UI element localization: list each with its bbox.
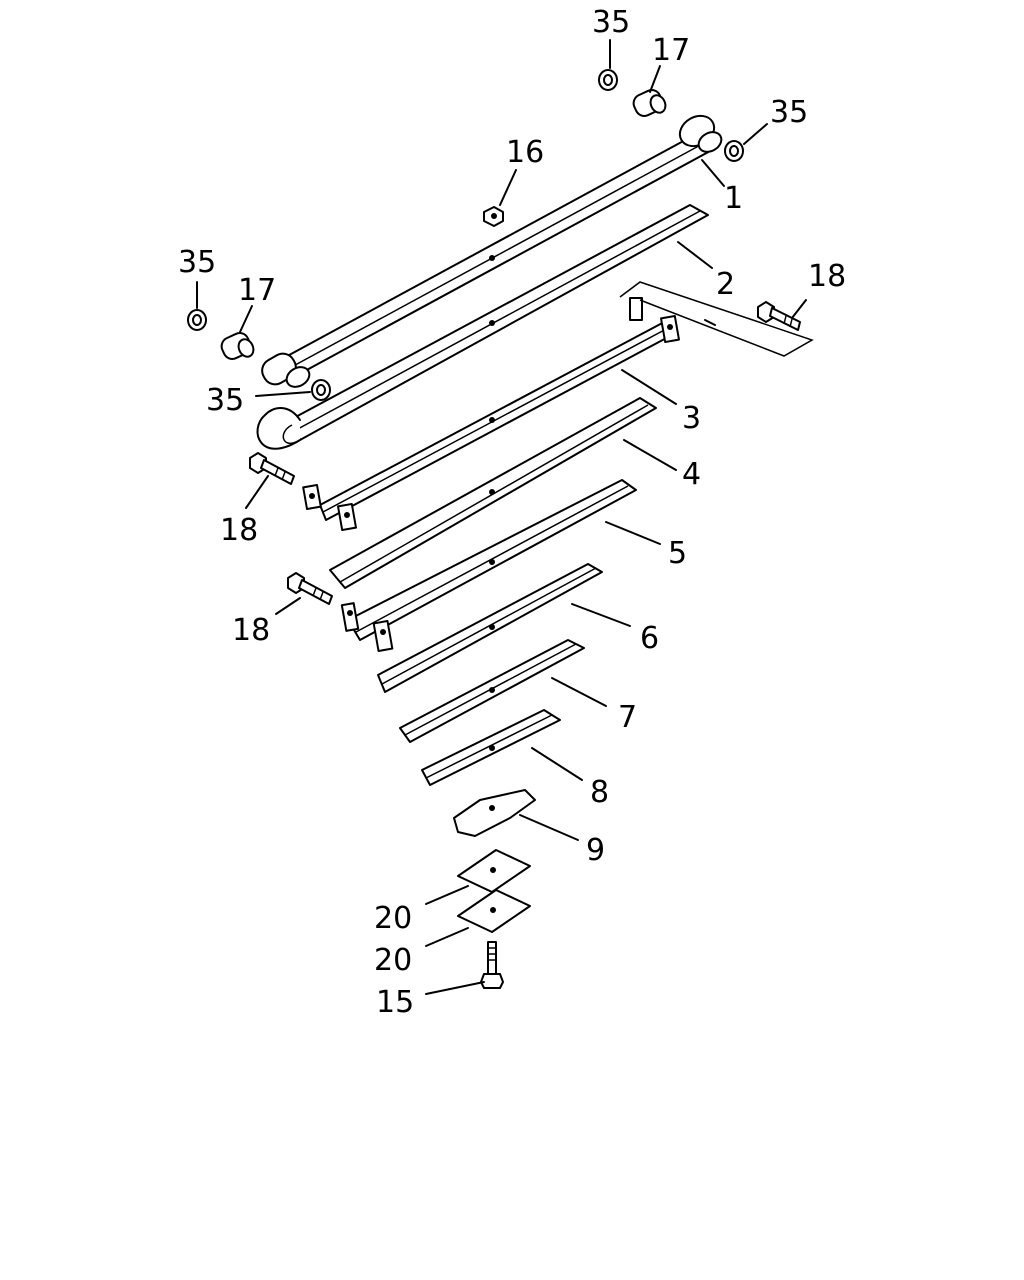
leaf-part-7 <box>399 639 585 743</box>
label-9: 9 <box>586 833 605 868</box>
washer-part-35-top <box>598 69 618 91</box>
label-17-top: 17 <box>652 33 690 68</box>
bushing-part-17-left <box>220 332 255 360</box>
shim-part-20-upper <box>457 849 531 893</box>
label-2: 2 <box>716 267 735 302</box>
label-16: 16 <box>506 135 544 170</box>
label-35-top: 35 <box>592 5 630 40</box>
nut-part-16 <box>483 206 504 227</box>
label-18-lower: 18 <box>232 613 270 648</box>
label-6: 6 <box>640 621 659 656</box>
washer-part-35-right <box>724 140 744 162</box>
washer-part-35-left <box>187 309 207 331</box>
bolt-part-18-right <box>757 301 801 331</box>
leaf-part-8 <box>421 709 561 786</box>
label-35-mid: 35 <box>206 383 244 418</box>
label-8: 8 <box>590 775 609 810</box>
main-leaf-part-1 <box>261 114 723 388</box>
label-7: 7 <box>618 700 637 735</box>
bolt-part-18-left <box>249 452 295 485</box>
leaf-part-5 <box>340 479 637 653</box>
leader-lines <box>196 39 807 995</box>
leaf-part-4 <box>329 397 657 589</box>
label-4: 4 <box>682 457 701 492</box>
leaf-part-6 <box>377 563 603 693</box>
label-17-left: 17 <box>238 273 276 308</box>
bushing-part-17-top <box>632 89 667 117</box>
second-leaf-part-2 <box>256 204 709 450</box>
shim-part-20-lower <box>457 889 531 933</box>
label-20-b: 20 <box>374 943 412 978</box>
label-18-left: 18 <box>220 513 258 548</box>
label-35-right: 35 <box>770 95 808 130</box>
label-18-right: 18 <box>808 259 846 294</box>
washer-part-35-mid <box>311 379 331 401</box>
label-35-left: 35 <box>178 245 216 280</box>
label-1: 1 <box>724 181 743 216</box>
label-5: 5 <box>668 536 687 571</box>
spacer-part-9 <box>453 789 536 837</box>
bolt-part-18-lower <box>287 572 333 605</box>
clip-bracket-part-3 <box>302 281 814 532</box>
part-number-labels: 35 17 35 16 1 2 18 35 17 35 3 4 18 5 18 … <box>178 5 846 1020</box>
label-15: 15 <box>376 985 414 1020</box>
label-3: 3 <box>682 401 701 436</box>
label-20-a: 20 <box>374 901 412 936</box>
